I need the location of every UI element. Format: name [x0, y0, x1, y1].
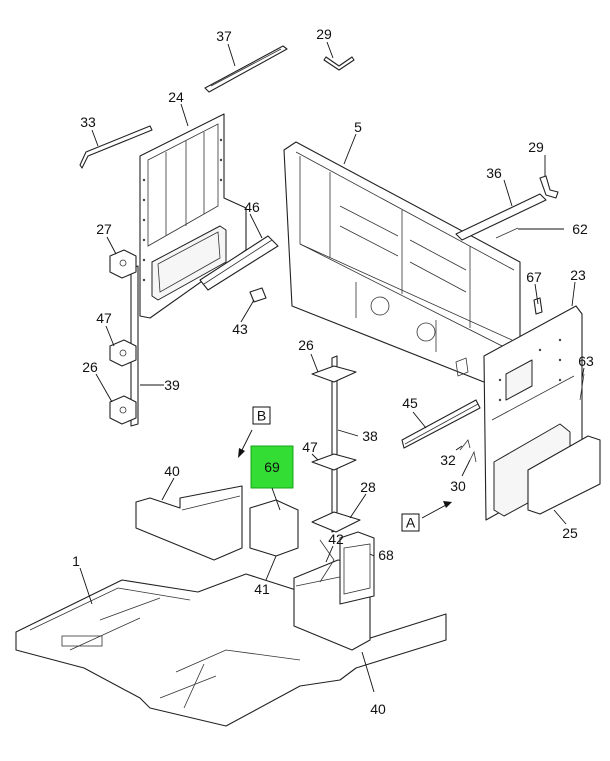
callout-28: 28: [360, 479, 376, 495]
callout-29-top: 29: [316, 26, 332, 42]
part-frame-41: [249, 499, 299, 557]
part-strip-37: [204, 45, 288, 93]
part-pin-62: [495, 227, 519, 239]
view-label-b-text: B: [257, 408, 266, 424]
callout-67: 67: [526, 269, 542, 285]
part-box-40-upper: [135, 485, 243, 561]
part-rod-63: [579, 373, 585, 401]
view-label-a: A: [401, 513, 420, 532]
view-arrow-b: [238, 429, 253, 458]
callout-1: 1: [72, 553, 80, 569]
callout-68: 68: [378, 547, 394, 563]
view-label-a-text: A: [406, 515, 416, 531]
callout-38: 38: [362, 428, 378, 444]
part-frame-68: [339, 531, 375, 605]
callout-labels: 37 29 24 33 5 29 36 27 46 62 67 23 47 43…: [72, 26, 594, 717]
callout-43: 43: [232, 321, 248, 337]
part-bracket-26-left: [109, 395, 137, 425]
callout-40-upper: 40: [164, 463, 180, 479]
part-center-post-38: [331, 355, 338, 533]
part-bracket-29-top: [323, 56, 355, 71]
part-molding-33: [79, 125, 153, 169]
callout-63: 63: [578, 353, 594, 369]
view-arrow-a: [421, 501, 452, 519]
callout-leaders: [79, 41, 585, 693]
part-bracket-26-center: [311, 365, 357, 383]
callout-32: 32: [440, 452, 456, 468]
callout-47-left: 47: [96, 310, 112, 326]
part-plate-43: [249, 287, 267, 303]
part-rail-46: [199, 235, 279, 291]
part-window-panel-25: [527, 435, 601, 515]
callout-26-center: 26: [298, 337, 314, 353]
callout-23: 23: [570, 267, 586, 283]
part-bracket-29-right: [539, 175, 559, 199]
highlighted-callout-69[interactable]: 69: [250, 445, 294, 489]
part-bracket-28: [311, 511, 361, 533]
callout-39: 39: [164, 377, 180, 393]
callout-41: 41: [254, 581, 270, 597]
callout-37: 37: [216, 28, 232, 44]
part-bracket-47-left: [109, 339, 137, 367]
callout-62: 62: [572, 221, 588, 237]
part-side-panel-24: [139, 113, 247, 319]
callout-27: 27: [96, 221, 112, 237]
part-clip-32: [459, 439, 471, 451]
part-tab-67: [533, 297, 543, 315]
callout-47-center: 47: [302, 439, 318, 455]
part-shaft-42: [319, 539, 335, 583]
part-back-wall-5: [283, 141, 521, 387]
callout-42: 42: [328, 531, 344, 547]
part-floor-1: [15, 573, 447, 727]
callout-25: 25: [562, 525, 578, 541]
callout-33: 33: [80, 114, 96, 130]
callout-46: 46: [244, 199, 260, 215]
callout-40-lower: 40: [370, 701, 386, 717]
callout-45: 45: [402, 395, 418, 411]
part-bracket-27: [109, 249, 137, 279]
highlighted-callout-69-text: 69: [264, 459, 280, 475]
part-bracket-47-center: [311, 453, 357, 471]
part-rail-36: [455, 193, 547, 241]
callout-30: 30: [450, 478, 466, 494]
callout-5: 5: [354, 119, 362, 135]
callout-26-left: 26: [82, 359, 98, 375]
part-clip-30: [469, 450, 477, 463]
view-label-b: B: [252, 406, 271, 425]
callout-29-right: 29: [528, 139, 544, 155]
callout-24: 24: [168, 89, 184, 105]
part-sill-45: [401, 399, 481, 449]
callout-36: 36: [486, 165, 502, 181]
leader-69: [271, 487, 281, 511]
